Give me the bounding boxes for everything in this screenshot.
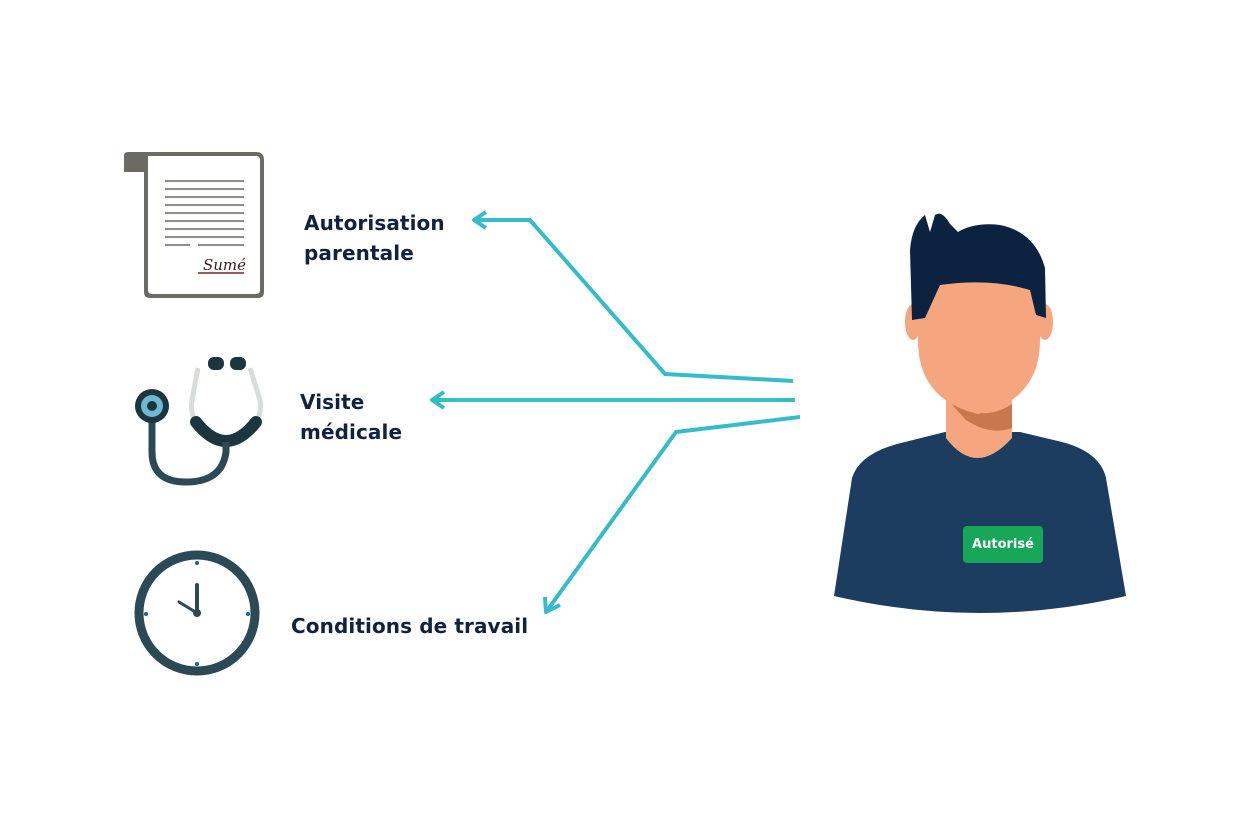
stethoscope-icon [135, 357, 263, 486]
label-conditions-de-travail: Conditions de travail [291, 614, 529, 638]
status-badge-autorise: Autorisé [963, 526, 1043, 563]
document-signature-icon: Sumé [124, 152, 264, 298]
clock-icon [134, 550, 260, 676]
label-visite-medicale: Visite médicale [300, 390, 403, 444]
arrow-to-autorisation [474, 218, 794, 383]
arrow-to-conditions [544, 415, 801, 614]
label-autorisation-parentale: Autorisation parentale [304, 211, 445, 265]
person-avatar-icon [834, 213, 1126, 613]
connector-arrows [430, 210, 801, 614]
svg-text:Sumé: Sumé [203, 256, 246, 274]
